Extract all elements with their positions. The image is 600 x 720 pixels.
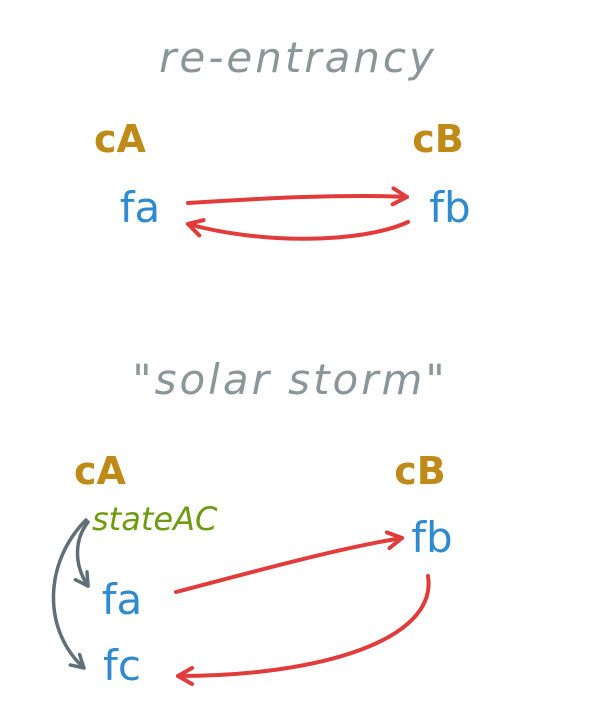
section-title-solar-storm: "solar storm"	[132, 355, 447, 404]
call-arrow-fa-to-fb	[186, 186, 409, 207]
contract-label-ca-2: cA	[74, 449, 127, 493]
section-solar-storm: "solar storm" cA cB stateAC fa fb fc	[51, 355, 453, 690]
contract-label-cb-2: cB	[394, 449, 446, 493]
contract-label-cb: cB	[412, 117, 464, 161]
reentry-arrow-fb-to-fa	[186, 218, 410, 241]
function-label-fa-2: fa	[102, 575, 143, 624]
section-reentrancy: re-entrancy cA cB fa fb	[94, 33, 471, 241]
contract-label-ca: cA	[94, 117, 147, 161]
section-title-reentrancy: re-entrancy	[159, 33, 437, 82]
state-arrow-to-fc	[51, 518, 88, 670]
state-label-stateac: stateAC	[92, 500, 218, 538]
call-arrow-fa-to-fb-2	[174, 530, 404, 594]
function-label-fc: fc	[103, 641, 141, 690]
call-arrow-fb-to-fc	[176, 574, 431, 686]
function-label-fa: fa	[120, 183, 161, 232]
state-arrow-to-fa	[73, 520, 90, 588]
function-label-fb: fb	[429, 183, 470, 232]
function-label-fb-2: fb	[411, 513, 452, 562]
